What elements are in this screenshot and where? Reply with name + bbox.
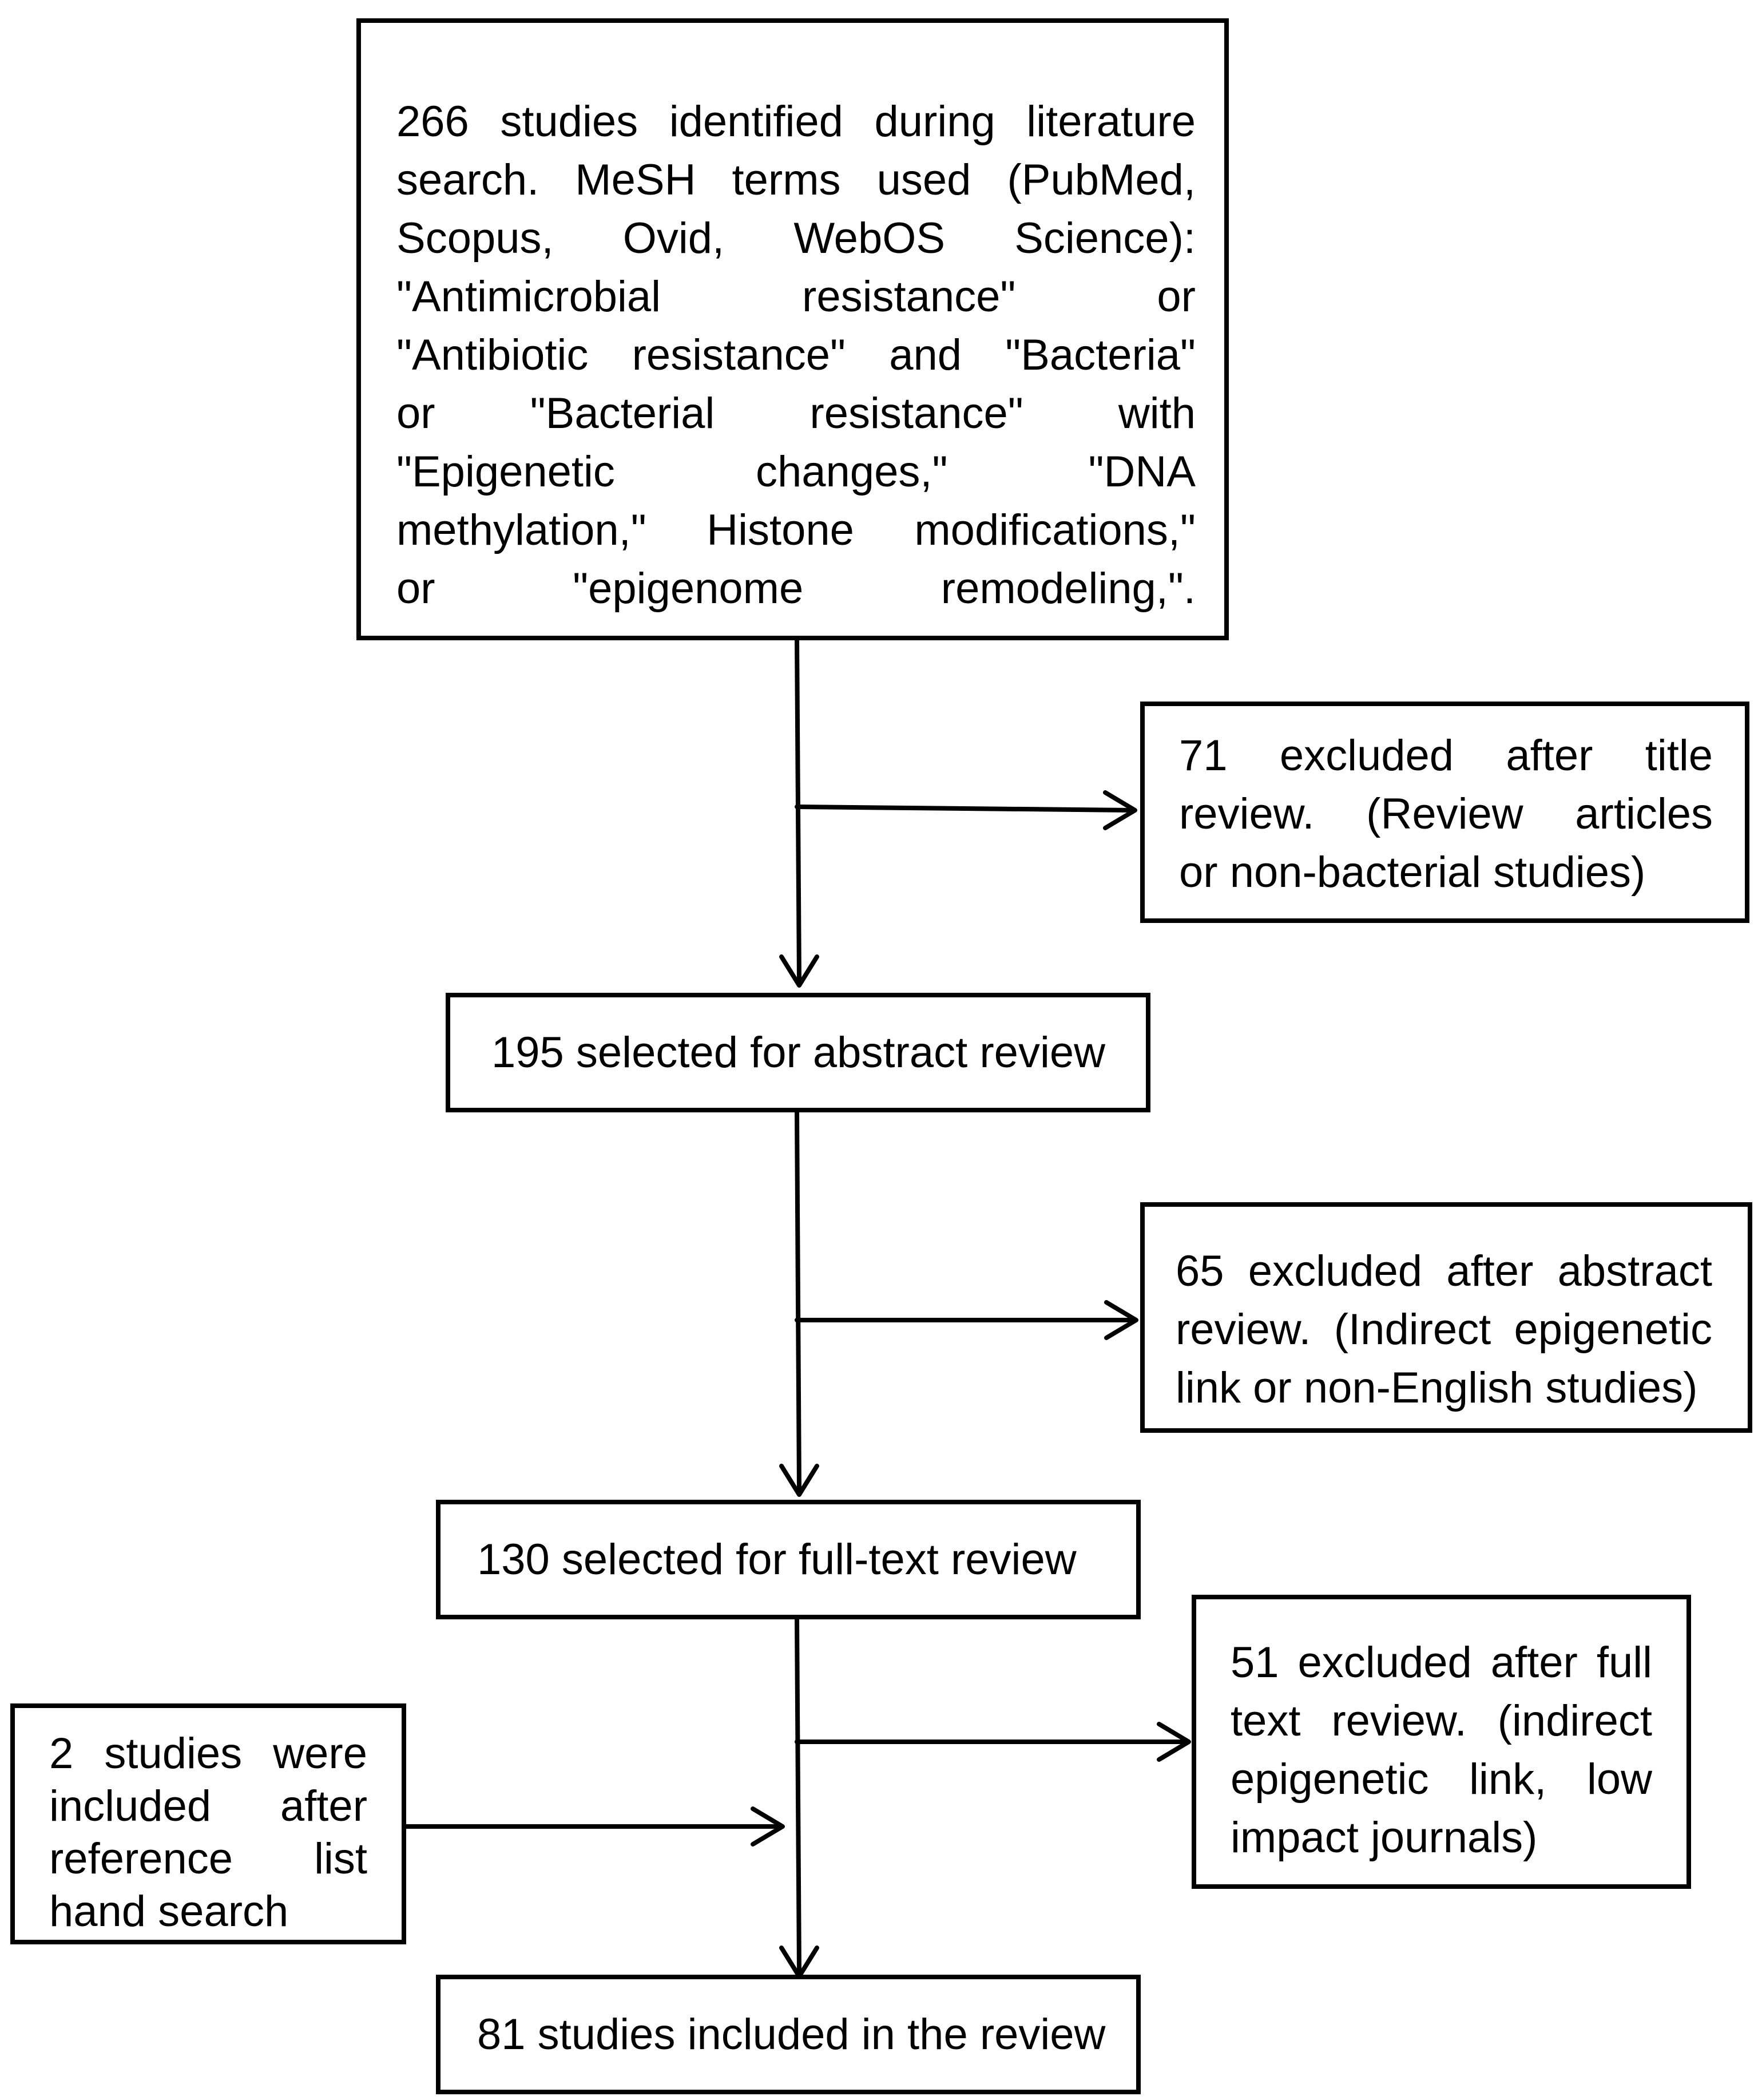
hand-search-line: hand search — [49, 1887, 289, 1936]
excluded-abstract-line: link or non-English studies) — [1176, 1364, 1698, 1412]
search-line: or "epigenome remodeling,". — [396, 564, 1196, 613]
arrowhead-to-excluded-title — [1103, 790, 1137, 830]
excluded-fulltext-box: 51 excluded after full text review. (ind… — [1192, 1595, 1691, 1889]
search-line: 266 studies identified during literature — [396, 97, 1196, 146]
arrowhead-to-excluded-fulltext — [1157, 1722, 1191, 1762]
excluded-abstract-line: 65 excluded after abstract — [1176, 1247, 1712, 1295]
final-box: 81 studies included in the review — [436, 1975, 1141, 2094]
hand-search-line: reference list — [49, 1834, 367, 1883]
abstract-review-box: 195 selected for abstract review — [446, 993, 1150, 1112]
excluded-title-line: or non-bacterial studies) — [1179, 848, 1646, 897]
excluded-fulltext-line: impact journals) — [1231, 1813, 1538, 1862]
arrowhead-to-abstract — [779, 954, 819, 988]
excluded-title-line: review. (Review articles — [1179, 790, 1713, 838]
excluded-abstract-box: 65 excluded after abstract review. (Indi… — [1140, 1202, 1752, 1433]
hand-search-box: 2 studies were included after reference … — [10, 1703, 406, 1944]
search-line: "Antimicrobial resistance" or — [396, 272, 1196, 321]
excluded-fulltext-line: text review. (indirect — [1231, 1697, 1652, 1745]
search-line: search. MeSH terms used (PubMed, — [396, 156, 1196, 204]
fulltext-review-box: 130 selected for full-text review — [436, 1500, 1141, 1619]
connector-search-to-abstract — [795, 636, 801, 984]
fulltext-review-label: 130 selected for full-text review — [477, 1535, 1077, 1584]
connector-fulltext-to-final — [795, 1617, 801, 1975]
excluded-abstract-line: review. (Indirect epigenetic — [1176, 1305, 1712, 1354]
search-line: methylation," Histone modifications," — [396, 506, 1196, 554]
search-line: or "Bacterial resistance" with — [396, 389, 1196, 438]
hand-search-line: 2 studies were — [49, 1729, 367, 1778]
search-line: Scopus, Ovid, WebOS Science): — [396, 214, 1196, 263]
connector-to-excluded-title — [795, 805, 1135, 813]
excluded-fulltext-line: 51 excluded after full — [1231, 1638, 1652, 1687]
final-label: 81 studies included in the review — [477, 2010, 1106, 2059]
abstract-review-label: 195 selected for abstract review — [491, 1028, 1105, 1077]
arrowhead-to-excluded-abstract — [1104, 1300, 1138, 1340]
arrowhead-from-hand-search — [751, 1806, 785, 1847]
excluded-fulltext-line: epigenetic link, low — [1231, 1755, 1652, 1804]
search-box: 266 studies identified during literature… — [356, 18, 1229, 640]
search-line: "Antibiotic resistance" and "Bacteria" — [396, 331, 1196, 379]
connector-abstract-to-fulltext — [795, 1110, 801, 1493]
hand-search-line: included after — [49, 1782, 367, 1830]
excluded-title-box: 71 excluded after title review. (Review … — [1140, 702, 1749, 923]
search-line: "Epigenetic changes," "DNA — [396, 447, 1196, 496]
arrowhead-to-fulltext — [779, 1464, 819, 1497]
excluded-title-line: 71 excluded after title — [1179, 731, 1713, 780]
